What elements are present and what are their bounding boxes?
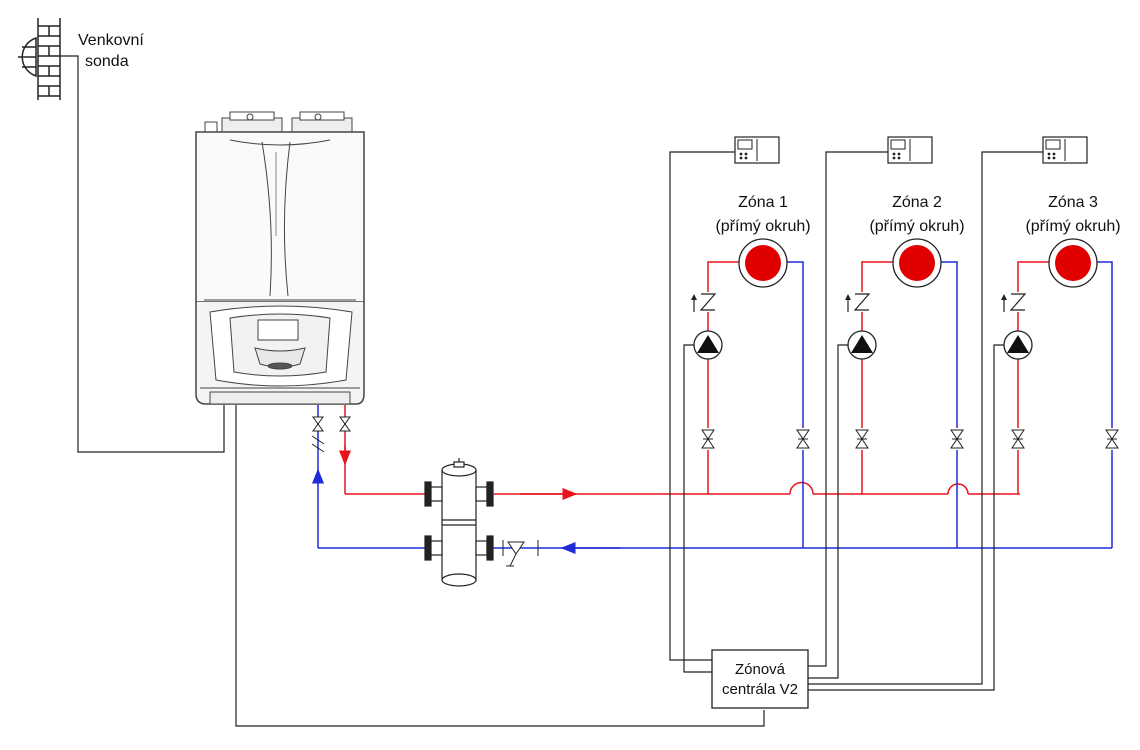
zone-subtitle: (přímý okruh): [715, 218, 810, 235]
check-valve-icon: [845, 292, 871, 312]
hydraulic-separator: [318, 458, 494, 587]
room-thermostat-icon: [887, 136, 933, 164]
zone-flow-pipe: [1017, 261, 1049, 494]
isolation-valve-icon: [855, 428, 869, 450]
pump-icon: [1003, 330, 1033, 360]
sensor-icon: [18, 36, 37, 78]
thermostat-wire: [808, 151, 1043, 685]
zone-1: Zóna 1 (přímý okruh): [669, 136, 811, 673]
room-thermostat-icon: [734, 136, 780, 164]
thermostat-wire: [808, 151, 888, 667]
pump-icon: [693, 330, 723, 360]
radiator-icon: [738, 238, 788, 288]
zone-3: Zóna 3 (přímý okruh): [808, 136, 1121, 691]
zone-return-pipe: [941, 261, 958, 548]
check-valve-icon: [691, 292, 717, 312]
pump-icon: [847, 330, 877, 360]
boiler-flow-connection: [339, 405, 351, 494]
zone-controller: Zónová centrála V2: [711, 649, 809, 709]
radiator-icon: [1048, 238, 1098, 288]
room-thermostat-icon: [1042, 136, 1088, 164]
flow-header: [493, 481, 1020, 500]
zone-controller-label-2: centrála V2: [722, 681, 798, 698]
zone-subtitle: (přímý okruh): [869, 218, 964, 235]
pump-wire: [808, 344, 1004, 691]
zone-2: Zóna 2 (přímý okruh): [808, 136, 965, 679]
isolation-valve-icon: [1011, 428, 1025, 450]
radiator-icon: [892, 238, 942, 288]
wall-icon: [37, 18, 61, 100]
outdoor-probe-label-2: sonda: [85, 53, 129, 70]
outdoor-probe-label-1: Venkovní: [78, 32, 144, 49]
zone-subtitle: (přímý okruh): [1025, 218, 1120, 235]
zones: Zóna 1(přímý okruh)Zóna 2(přímý okruh)Zó…: [669, 136, 1121, 691]
boiler: [195, 111, 365, 405]
pump-wire: [808, 344, 848, 679]
pump-wire: [683, 344, 712, 673]
thermostat-wire: [669, 151, 735, 661]
zone-title: Zóna 1: [738, 194, 788, 211]
outdoor-probe: Venkovní sonda: [18, 18, 225, 453]
zone-controller-label-1: Zónová: [735, 661, 786, 678]
boiler-return-connection: [311, 405, 325, 548]
isolation-valve-icon: [950, 428, 964, 450]
zone-title: Zóna 3: [1048, 194, 1098, 211]
check-valve-icon: [1001, 292, 1027, 312]
probe-wire: [60, 55, 225, 453]
isolation-valve-icon: [796, 428, 810, 450]
isolation-valve-icon: [701, 428, 715, 450]
zone-return-pipe: [1097, 261, 1113, 548]
isolation-valve-icon: [1105, 428, 1119, 450]
zone-flow-pipe: [707, 261, 739, 494]
zone-title: Zóna 2: [892, 194, 942, 211]
boiler-wire: [235, 405, 765, 727]
zone-flow-pipe: [861, 261, 893, 494]
zone-return-pipe: [787, 261, 804, 548]
